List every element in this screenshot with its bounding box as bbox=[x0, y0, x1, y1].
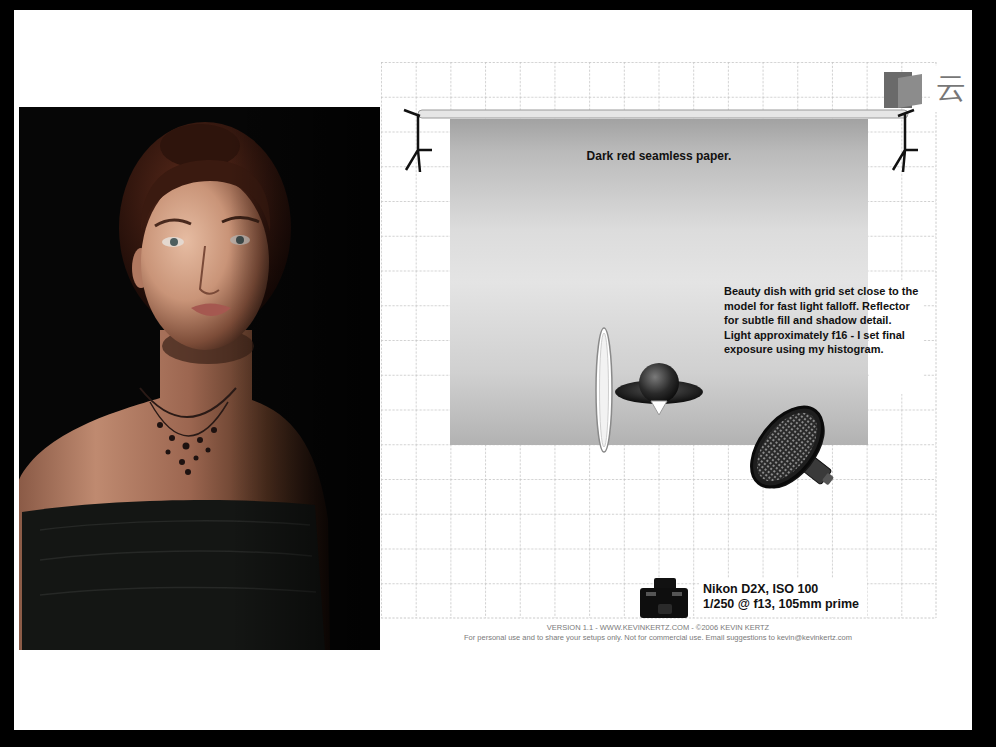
watermark-icon bbox=[884, 72, 922, 108]
backdrop-bar bbox=[418, 110, 908, 118]
light-stand bbox=[404, 110, 432, 172]
node-label: Dark red seamless paper. bbox=[587, 149, 732, 163]
camera-symbol bbox=[640, 578, 688, 618]
grid bbox=[381, 62, 936, 618]
watermark: 云 bbox=[936, 70, 966, 106]
version-footer: VERSION 1.1 - WWW.KEVINKERTZ.COM - ©2006… bbox=[547, 623, 769, 632]
reflector bbox=[596, 328, 612, 452]
text-patch bbox=[699, 578, 867, 616]
grid-edge bbox=[381, 62, 936, 618]
page-panel bbox=[14, 10, 972, 730]
model-symbol bbox=[615, 363, 703, 415]
light-note: Beauty dish with grid set close to the m… bbox=[724, 284, 920, 357]
portrait-photo bbox=[18, 107, 380, 650]
camera-settings: Nikon D2X, ISO 100 bbox=[703, 582, 818, 597]
text-patch bbox=[930, 66, 972, 112]
usage-footer: For personal use and to share your setup… bbox=[464, 633, 852, 642]
beauty-dish bbox=[737, 394, 859, 518]
camera-settings: 1/250 @ f13, 105mm prime bbox=[703, 597, 859, 612]
light-stand bbox=[893, 110, 918, 172]
